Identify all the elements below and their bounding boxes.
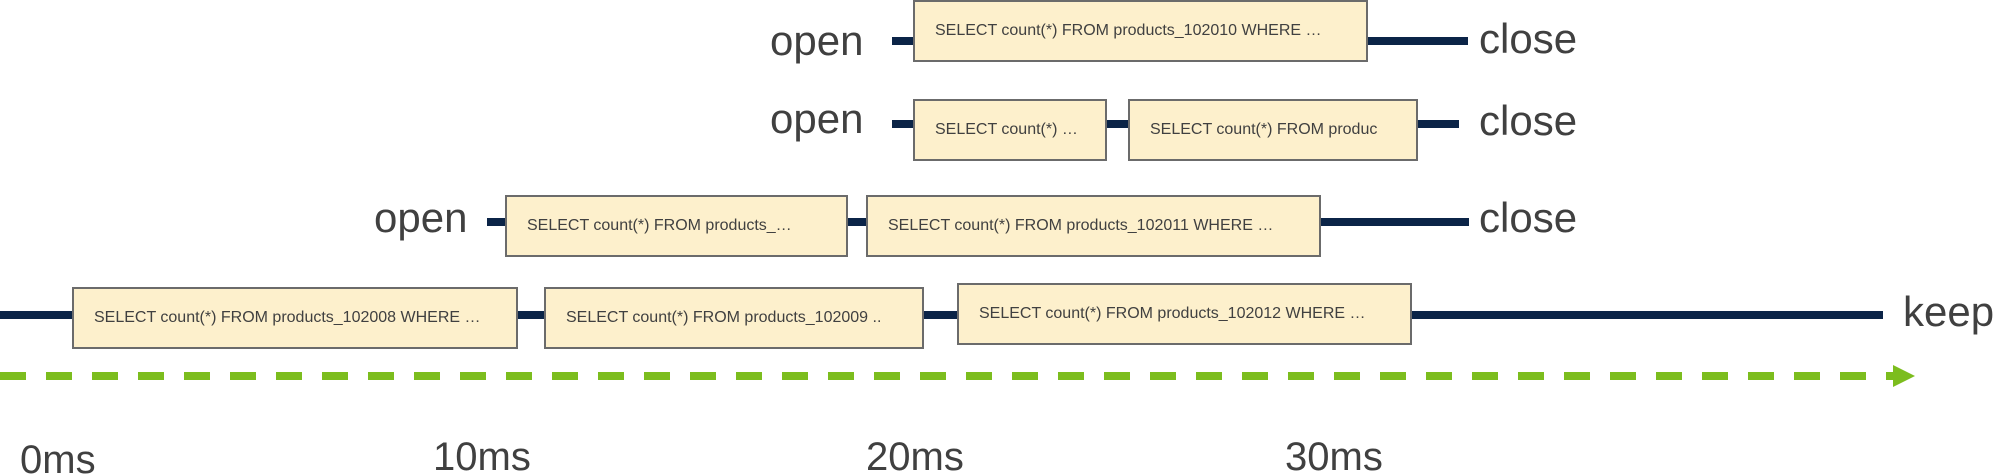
query-box: SELECT count(*) … bbox=[913, 99, 1107, 161]
connection-close-label: close bbox=[1479, 194, 1578, 241]
timeline-tick-label: 30ms bbox=[1285, 435, 1383, 476]
query-box: SELECT count(*) FROM products_… bbox=[505, 195, 848, 257]
timeline-tick-label: 10ms bbox=[433, 435, 531, 476]
timeline-tick-label: 0ms bbox=[20, 438, 96, 476]
query-box: SELECT count(*) FROM products_102012 WHE… bbox=[957, 283, 1412, 345]
query-box: SELECT count(*) FROM products_102010 WHE… bbox=[913, 0, 1368, 62]
connection-close-label: close bbox=[1479, 97, 1578, 144]
query-box: SELECT count(*) FROM products_102008 WHE… bbox=[72, 287, 518, 349]
connection-open-label: open bbox=[770, 95, 864, 142]
timeline-tick-label: 20ms bbox=[866, 435, 964, 476]
timeline-arrowhead bbox=[1893, 365, 1915, 387]
connection-open-label: open bbox=[374, 194, 468, 241]
query-box: SELECT count(*) FROM produc bbox=[1128, 99, 1418, 161]
query-box: SELECT count(*) FROM products_102011 WHE… bbox=[866, 195, 1321, 257]
connection-open-label: open bbox=[770, 17, 864, 64]
query-box: SELECT count(*) FROM products_102009 .. bbox=[544, 287, 924, 349]
connection-close-label: close bbox=[1479, 15, 1578, 62]
connection-line bbox=[0, 311, 1883, 319]
connection-keep-label: keep bbox=[1903, 288, 1995, 335]
